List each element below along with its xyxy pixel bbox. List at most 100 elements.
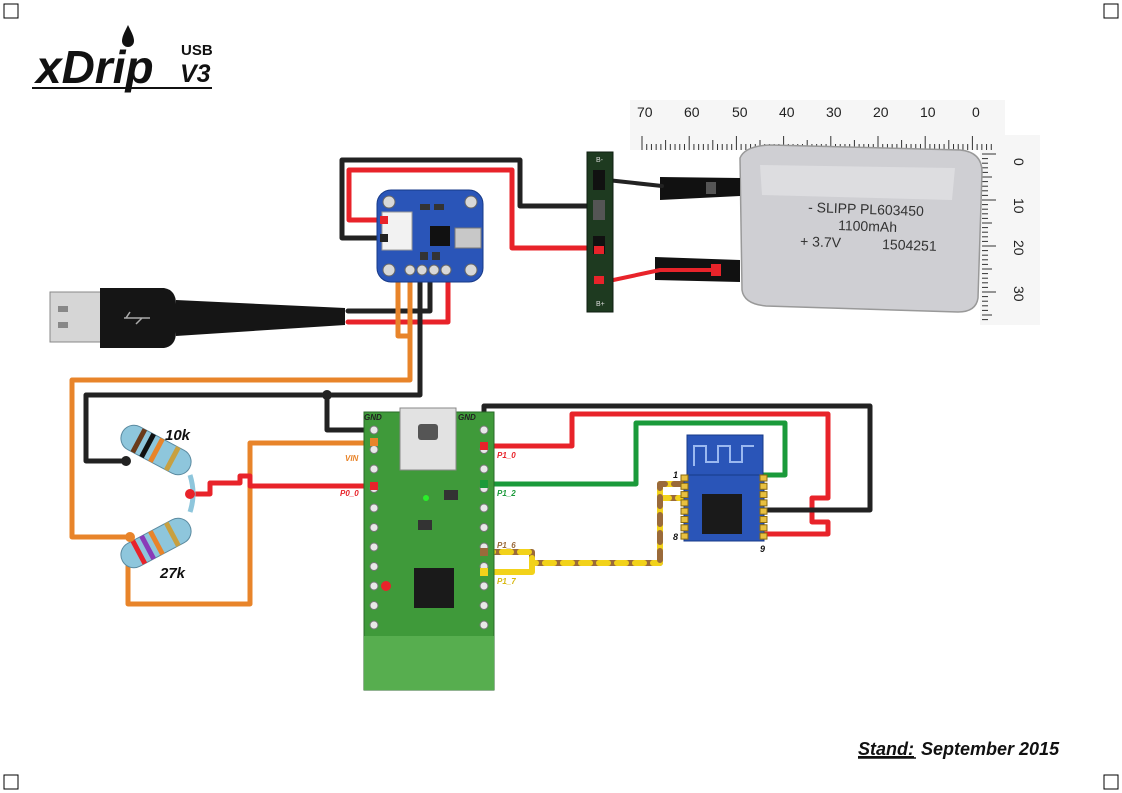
bt-pin (680, 516, 689, 523)
tab-weld-negative (706, 182, 716, 194)
lipo-battery: - SLIPP PL603450 1100mAh + 3.7V 1504251 (655, 144, 983, 313)
bt-pin1-label: 1 (673, 470, 678, 480)
wire-black-gnd-wixel (324, 392, 377, 433)
ruler-label: 0 (1011, 158, 1027, 166)
wixel-pin (479, 601, 489, 610)
resistor-27k: 27k (120, 517, 192, 582)
wire-p17-dash (657, 481, 687, 563)
junction-dot (121, 456, 131, 466)
battery-highlight (760, 165, 955, 200)
wixel-pin (369, 425, 379, 435)
bt-pin (680, 499, 689, 507)
battery-label-4: 1504251 (882, 236, 937, 254)
corner-marks (3, 3, 1119, 790)
ruler-label: 0 (972, 104, 980, 120)
ruler-side-body (980, 135, 1040, 325)
resistor-10k-label: 10k (165, 427, 191, 444)
junction-dot (125, 532, 135, 542)
ruler-side-labels: 0 10 20 30 (1011, 158, 1027, 302)
bluetooth-module: 1 8 9 (673, 434, 768, 554)
bt-pin (759, 532, 768, 540)
stand-label: Stand: (858, 739, 914, 759)
bt-pin8-label: 8 (673, 532, 678, 542)
bt-pin (680, 524, 689, 532)
wixel-antenna (364, 636, 494, 690)
ruler-label: 20 (873, 104, 889, 120)
junction-dot (185, 489, 195, 499)
resistor-27k-label: 27k (159, 565, 186, 582)
wixel-pin (369, 601, 379, 610)
wixel-pin (479, 425, 489, 435)
pin-label-p12: P1_2 (497, 489, 516, 498)
wixel-pin-labels: GND VIN P0_0 GND P1_0 P1_2 P1_6 P1_7 (340, 413, 516, 586)
wire-black-charger-battery (339, 157, 598, 241)
usb-cable (49, 288, 345, 348)
battery-label-3: + 3.7V (800, 233, 842, 250)
wixel-pin (479, 581, 489, 591)
micro-usb-port (454, 227, 482, 249)
bt-pin (680, 507, 689, 515)
wire-black-usb (345, 267, 433, 314)
bt-pin (759, 491, 768, 499)
ruler-label: 30 (1011, 286, 1027, 302)
wixel-board (363, 407, 495, 691)
bt-pin (759, 474, 768, 482)
battery-tab-negative (660, 177, 740, 200)
bt-pin (680, 491, 689, 499)
ruler-top-labels: 70 60 50 40 30 20 10 0 (637, 104, 980, 120)
wixel-chip (414, 568, 454, 608)
bt-pin9-label: 9 (760, 544, 765, 554)
usb-plug-metal (49, 291, 103, 343)
ruler-label: 10 (1011, 198, 1027, 214)
bt-pin (759, 507, 768, 515)
drop-icon (122, 25, 134, 47)
wixel-pin (479, 464, 489, 474)
bt-chip (702, 494, 742, 534)
ruler-label: 40 (779, 104, 795, 120)
pin-label-p00: P0_0 (340, 489, 359, 498)
bt-pin (759, 482, 768, 490)
wire-orange-vin (69, 271, 413, 540)
battery-label-2: 1100mAh (838, 217, 897, 235)
wire-red-protect-battery (602, 268, 716, 284)
wixel-pin (369, 523, 379, 532)
pin-label-gnd-right: GND (458, 413, 476, 422)
ruler-label: 60 (684, 104, 700, 120)
wire-red-usb (345, 269, 451, 325)
usb-symbol-icon (124, 311, 150, 325)
wixel-pin (369, 445, 379, 454)
wire-p17-base (481, 559, 535, 575)
bt-pin (759, 516, 768, 523)
ruler-label: 70 (637, 104, 653, 120)
pin-label-p16: P1_6 (497, 541, 516, 550)
wixel-pin (369, 542, 379, 552)
charger-board (376, 189, 484, 283)
logo-usb: USB (181, 42, 213, 59)
junction-dot (322, 390, 332, 400)
ruler-top-body (630, 100, 1005, 150)
wixel-pin (369, 581, 379, 591)
bt-pin (680, 474, 689, 482)
pin-label-vin: VIN (345, 454, 359, 463)
ruler-label: 10 (920, 104, 936, 120)
pin-label-p17: P1_7 (497, 577, 516, 586)
wire-red-charger-battery (346, 167, 601, 251)
stand-value: September 2015 (921, 739, 1060, 759)
wire-red-divider-p00 (187, 473, 375, 497)
bt-pin (759, 524, 768, 532)
svg-text:B-: B- (596, 157, 604, 164)
wire-black-protect-battery (605, 178, 664, 188)
wixel-pin (479, 503, 489, 513)
wire-black-gnd-main (83, 271, 423, 464)
bt-pin (680, 482, 689, 490)
wixel-pin (369, 562, 379, 571)
bt-pin (759, 499, 768, 507)
wixel-pin (369, 620, 379, 630)
bt-antenna-trace (693, 445, 754, 466)
logo-version: V3 (180, 60, 211, 88)
bt-pin (680, 532, 689, 540)
pin-label-p10: P1_0 (497, 451, 516, 460)
bt-antenna (686, 434, 764, 476)
xdrip-logo: xDrip USB V3 (32, 25, 213, 93)
